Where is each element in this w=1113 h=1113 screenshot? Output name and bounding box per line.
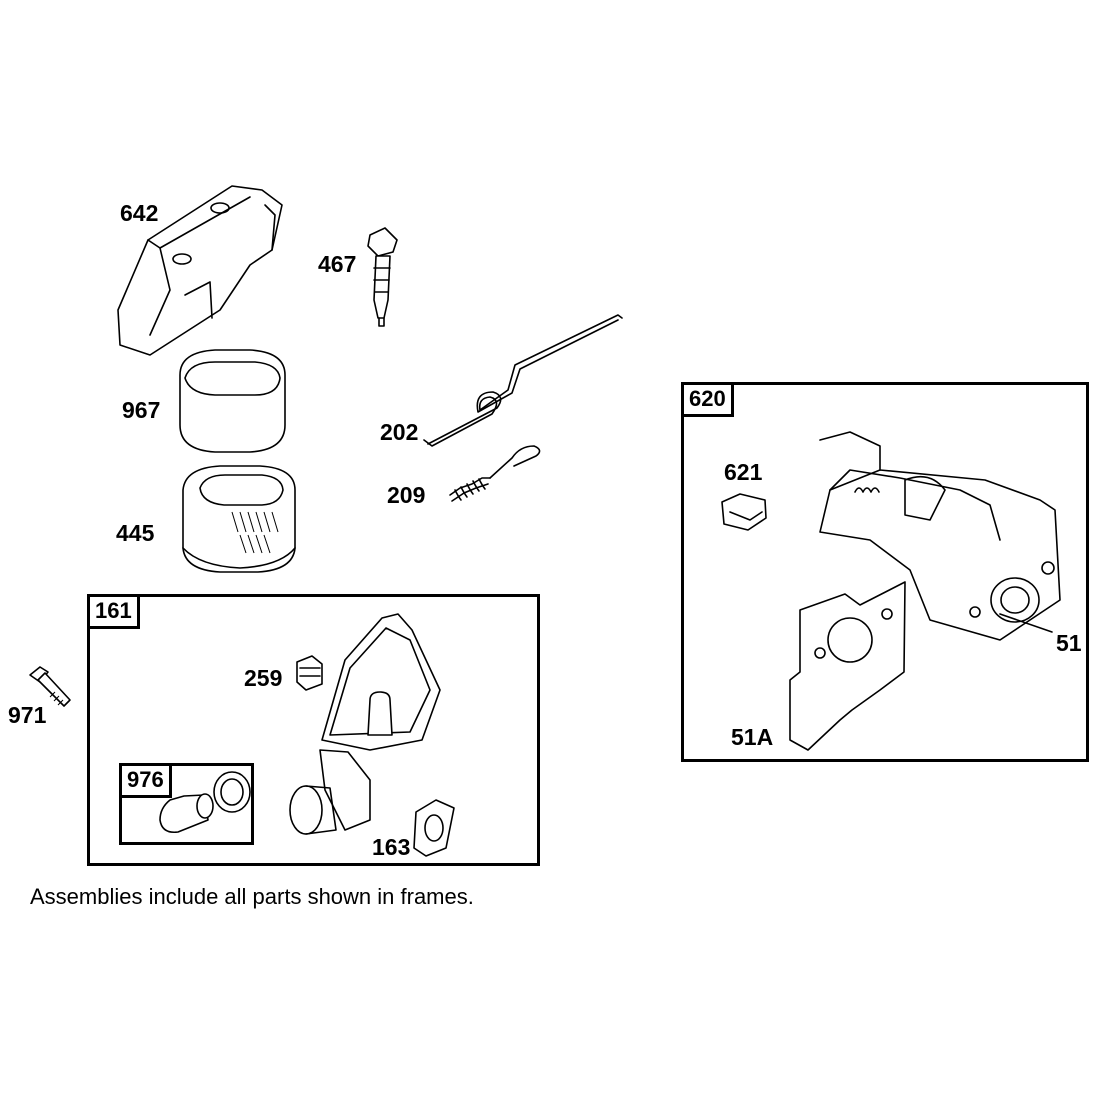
governor-link-drawing: [423, 314, 623, 447]
breather-valve-drawing: [296, 655, 323, 691]
air-cleaner-cover-drawing: [117, 185, 283, 356]
cable-clamp-drawing: [721, 493, 767, 531]
frame-161-tag: 161: [87, 594, 140, 629]
callout-621: 621: [724, 459, 763, 485]
callout-467: 467: [318, 251, 357, 277]
callout-971: 971: [8, 702, 47, 728]
gasket-drawing: [413, 799, 455, 857]
callout-202: 202: [380, 419, 419, 445]
pre-cleaner-drawing: [179, 349, 286, 453]
control-bracket-drawing: [819, 431, 1061, 641]
breather-tube-drawing: [159, 771, 251, 834]
gasket-plate-drawing: [789, 581, 1053, 751]
air-cleaner-base-drawing: [289, 613, 441, 835]
governor-spring-drawing: [449, 445, 541, 502]
air-filter-drawing: [182, 465, 296, 573]
callout-51a: 51A: [731, 724, 774, 750]
frame-976-tag: 976: [119, 763, 172, 798]
callout-445: 445: [116, 520, 155, 546]
callout-259: 259: [244, 665, 283, 691]
callout-163: 163: [372, 834, 411, 860]
frame-620: 620: [681, 382, 1089, 762]
frame-161: 161: [87, 594, 540, 866]
frame-976: 976: [119, 763, 254, 845]
callout-967: 967: [122, 397, 161, 423]
callout-209: 209: [387, 482, 426, 508]
callout-642: 642: [120, 200, 159, 226]
assembly-footnote: Assemblies include all parts shown in fr…: [30, 884, 474, 909]
frame-620-tag: 620: [681, 382, 734, 417]
bolt-drawing: [29, 666, 71, 707]
callout-51: 51: [1056, 630, 1082, 656]
dipstick-drawing: [367, 227, 398, 327]
